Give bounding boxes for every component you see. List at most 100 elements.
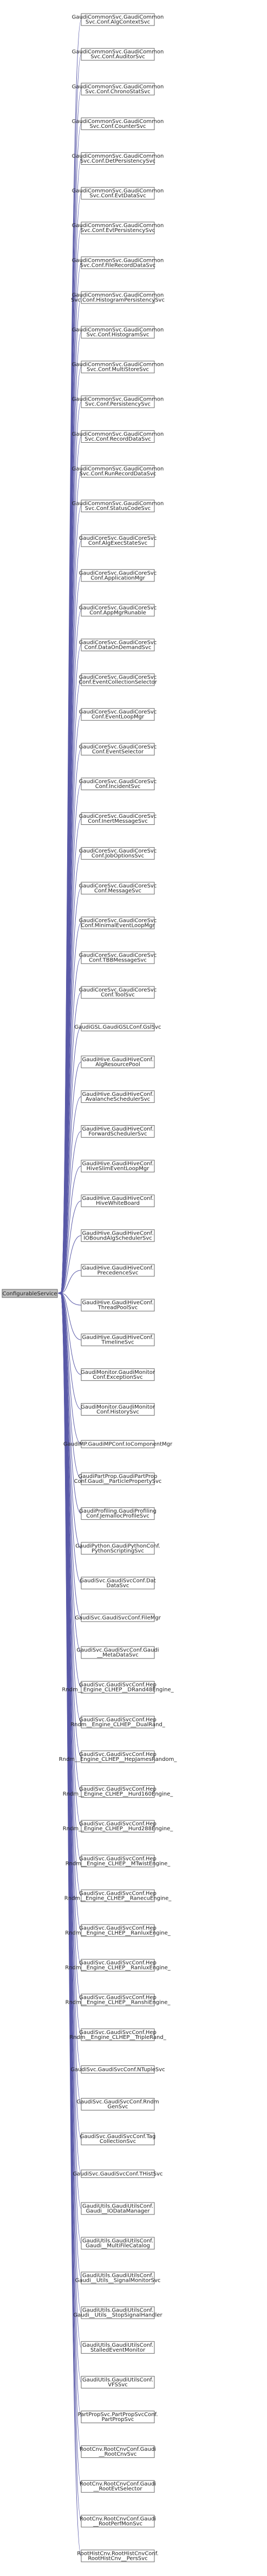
child-class-node[interactable]: GaudiSvc.GaudiSvcConf.HepRndm__Engine_CL… xyxy=(63,1820,174,1833)
child-class-node[interactable]: GaudiProfiling.GaudiProfilingConf.Jemall… xyxy=(79,1507,157,1520)
child-class-node[interactable]: GaudiCommonSvc.GaudiCommonSvc.Conf.RunRe… xyxy=(72,465,164,477)
child-class-node[interactable]: GaudiUtils.GaudiUtilsConf.VFSSvc xyxy=(81,2375,155,2388)
child-class-node[interactable]: GaudiCoreSvc.GaudiCoreSvcConf.AlgExecSta… xyxy=(79,534,157,547)
child-class-node[interactable]: GaudiHive.GaudiHiveConf.TimelineSvc xyxy=(81,1333,155,1346)
child-class-node[interactable]: GaudiSvc.GaudiSvcConf.HepRndm__Engine_CL… xyxy=(59,1751,178,1763)
child-class-node[interactable]: PartPropSvc.PartPropSvcConf.PartPropSvc xyxy=(77,2411,158,2423)
child-class-node[interactable]: GaudiCommonSvc.GaudiCommonSvc.Conf.Recor… xyxy=(72,430,164,443)
child-class-node[interactable]: GaudiHive.GaudiHiveConf.AlgResourcePool xyxy=(81,1055,155,1068)
child-class-label: RootCnv.RootCnvConf.Gaudi xyxy=(80,2516,156,2522)
child-class-label: Conf.EventLoopMgr xyxy=(92,714,145,720)
child-class-node[interactable]: GaudiSvc.GaudiSvcConf.FileMgr xyxy=(75,1613,161,1622)
child-class-node[interactable]: GaudiCoreSvc.GaudiCoreSvcConf.Applicatio… xyxy=(79,569,157,582)
child-class-label: Rndm__Engine_CLHEP__Hurd288Engine_ xyxy=(63,1826,174,1832)
child-class-node[interactable]: GaudiHive.GaudiHiveConf.IOBoundAlgSchedu… xyxy=(81,1229,155,1242)
child-class-box xyxy=(81,777,155,790)
child-class-node[interactable]: GaudiPython.GaudiPythonConf.PythonScript… xyxy=(75,1542,160,1555)
child-class-node[interactable]: GaudiCommonSvc.GaudiCommonSvc.Conf.Statu… xyxy=(72,500,164,513)
child-class-node[interactable]: GaudiSvc.GaudiSvcConf.HepRndm__Engine_CL… xyxy=(66,1993,171,2006)
child-class-label: GaudiUtils.GaudiUtilsConf. xyxy=(82,2377,153,2383)
child-class-node[interactable]: GaudiSvc.GaudiSvcConf.Gaudi__MetaDataSvc xyxy=(76,1646,159,1659)
child-class-node[interactable]: GaudiCommonSvc.GaudiCommonSvc.Conf.EvtDa… xyxy=(72,187,164,200)
child-class-label: GaudiHive.GaudiHiveConf. xyxy=(82,1092,153,1097)
inheritance-edge xyxy=(60,1293,82,1410)
child-class-box xyxy=(81,187,155,200)
child-class-node[interactable]: GaudiUtils.GaudiUtilsConf.Gaudi__Utils__… xyxy=(73,2306,162,2319)
child-class-node[interactable]: GaudiSvc.GaudiSvcConf.HepRndm__Engine_CL… xyxy=(64,1889,172,1902)
child-class-node[interactable]: GaudiCommonSvc.GaudiCommonSvc.Conf.Multi… xyxy=(72,360,164,373)
child-class-node[interactable]: GaudiUtils.GaudiUtilsConf.Gaudi__Utils__… xyxy=(75,2271,161,2284)
child-class-node[interactable]: GaudiCommonSvc.GaudiCommonSvc.Conf.FileR… xyxy=(72,256,164,269)
child-class-node[interactable]: GaudiCommonSvc.GaudiCommonSvc.Conf.DetPe… xyxy=(72,152,164,165)
child-class-box xyxy=(81,2375,155,2388)
child-class-node[interactable]: GaudiPartProp.GaudiPartPropConf.Gaudi__P… xyxy=(74,1473,162,1486)
child-class-node[interactable]: GaudiCoreSvc.GaudiCoreSvcConf.DataOnDema… xyxy=(79,638,157,651)
child-class-node[interactable]: GaudiCommonSvc.GaudiCommonSvc.Conf.Histo… xyxy=(71,291,165,304)
child-class-label: Conf.EventCollectionSelector xyxy=(79,680,157,686)
child-class-node[interactable]: GaudiCommonSvc.GaudiCommonSvc.Conf.AlgCo… xyxy=(72,13,164,26)
child-class-node[interactable]: GaudiCoreSvc.GaudiCoreSvcConf.JobOptions… xyxy=(79,847,157,860)
child-class-node[interactable]: GaudiHive.GaudiHiveConf.AvalancheSchedul… xyxy=(81,1090,155,1103)
child-class-node[interactable]: GaudiMP.GaudiMPConf.IoComponentMgr xyxy=(63,1440,173,1448)
child-class-label: GaudiCoreSvc.GaudiCoreSvc xyxy=(79,953,157,959)
child-class-node[interactable]: GaudiCoreSvc.GaudiCoreSvcConf.EventLoopM… xyxy=(79,708,157,721)
child-class-node[interactable]: GaudiUtils.GaudiUtilsConf.Gaudi__IODataM… xyxy=(81,2202,155,2215)
child-class-label: Conf.AppMgrRunable xyxy=(89,610,146,616)
child-class-node[interactable]: GaudiHive.GaudiHiveConf.PrecedenceSvc xyxy=(81,1264,155,1277)
child-class-label: GaudiSvc.GaudiSvcConf.Hep xyxy=(79,2030,157,2036)
child-class-label: Conf.TBBMessageSvc xyxy=(89,958,147,964)
child-class-node[interactable]: GaudiUtils.GaudiUtilsConf.Gaudi__MultiFi… xyxy=(81,2237,155,2250)
child-class-node[interactable]: GaudiUtils.GaudiUtilsConf.StalledEventMo… xyxy=(81,2341,155,2354)
child-class-node[interactable]: GaudiHive.GaudiHiveConf.ThreadPoolSvc xyxy=(81,1299,155,1312)
root-class-node[interactable]: ConfigurableService xyxy=(2,1289,58,1298)
child-class-node[interactable]: GaudiCommonSvc.GaudiCommonSvc.Conf.Histo… xyxy=(72,326,164,339)
child-class-label: Svc.Conf.AuditorSvc xyxy=(90,54,145,60)
child-class-node[interactable]: RootHistCnv.RootHistCnvConf.RootHistCnv_… xyxy=(77,2549,159,2562)
child-class-label: GaudiCoreSvc.GaudiCoreSvc xyxy=(79,570,157,576)
child-class-node[interactable]: GaudiCommonSvc.GaudiCommonSvc.Conf.Count… xyxy=(72,117,164,130)
child-class-label: PrecedenceSvc xyxy=(97,1270,139,1276)
child-class-node[interactable]: GaudiCommonSvc.GaudiCommonSvc.Conf.Persi… xyxy=(72,395,164,408)
child-class-label: GaudiPython.GaudiPythonConf. xyxy=(75,1543,160,1549)
child-class-node[interactable]: GaudiSvc.GaudiSvcConf.HepRndm__Engine_CL… xyxy=(63,1785,174,1798)
child-class-node[interactable]: GaudiCoreSvc.GaudiCoreSvcConf.InertMessa… xyxy=(79,812,157,825)
child-class-node[interactable]: GaudiHive.GaudiHiveConf.HiveWhiteBoard xyxy=(81,1195,155,1208)
child-class-node[interactable]: GaudiCoreSvc.GaudiCoreSvcConf.TBBMessage… xyxy=(79,951,157,964)
child-class-node[interactable]: GaudiMonitor.GaudiMonitorConf.ExceptionS… xyxy=(81,1368,155,1381)
child-class-node[interactable]: RootCnv.RootCnvConf.Gaudi__RootCnvSvc xyxy=(80,2445,156,2458)
child-class-node[interactable]: GaudiSvc.GaudiSvcConf.THistSvc xyxy=(73,2170,163,2178)
child-class-node[interactable]: GaudiSvc.GaudiSvcConf.HepRndm__Engine_CL… xyxy=(62,1681,174,1694)
child-class-node[interactable]: GaudiSvc.GaudiSvcConf.HepRndm__Engine_CL… xyxy=(70,1715,166,1728)
child-class-node[interactable]: RootCnv.RootCnvConf.Gaudi__RootEvtSelect… xyxy=(80,2480,156,2493)
child-class-node[interactable]: GaudiSvc.GaudiSvcConf.HepRndm__Engine_CL… xyxy=(65,1959,171,1972)
child-class-node[interactable]: GaudiHive.GaudiHiveConf.HiveSlimEventLoo… xyxy=(81,1160,155,1173)
child-class-node[interactable]: RootCnv.RootCnvConf.Gaudi__RootPerfMonSv… xyxy=(80,2515,156,2528)
child-class-label: ThreadPoolSvc xyxy=(97,1305,138,1311)
child-class-node[interactable]: GaudiGSL.GaudiGSLConf.GslSvc xyxy=(74,1023,161,1031)
child-class-node[interactable]: GaudiSvc.GaudiSvcConf.NTupleSvc xyxy=(70,2065,165,2074)
child-class-node[interactable]: GaudiHive.GaudiHiveConf.ForwardScheduler… xyxy=(81,1125,155,1138)
child-class-label: GaudiCommonSvc.GaudiCommon xyxy=(72,362,164,368)
child-class-node[interactable]: GaudiCoreSvc.GaudiCoreSvcConf.EventSelec… xyxy=(79,743,157,756)
child-class-box xyxy=(81,326,155,339)
child-class-box xyxy=(81,916,155,929)
child-class-node[interactable]: GaudiCoreSvc.GaudiCoreSvcConf.EventColle… xyxy=(79,673,158,686)
child-class-node[interactable]: GaudiCommonSvc.GaudiCommonSvc.Conf.EvtPe… xyxy=(72,222,164,235)
child-class-box xyxy=(81,2445,155,2458)
child-class-node[interactable]: GaudiCoreSvc.GaudiCoreSvcConf.AppMgrRuna… xyxy=(79,604,157,617)
child-class-node[interactable]: GaudiSvc.GaudiSvcConf.HepRndm__Engine_CL… xyxy=(65,1924,171,1937)
child-class-node[interactable]: GaudiCoreSvc.GaudiCoreSvcConf.MinimalEve… xyxy=(79,916,157,929)
child-class-node[interactable]: GaudiCommonSvc.GaudiCommonSvc.Conf.Audit… xyxy=(72,48,164,61)
child-class-label: GaudiSvc.GaudiSvcConf.Hep xyxy=(79,1717,157,1723)
child-class-node[interactable]: GaudiSvc.GaudiSvcConf.HepRndm__Engine_CL… xyxy=(69,2028,167,2041)
child-class-node[interactable]: GaudiSvc.GaudiSvcConf.HepRndm__Engine_CL… xyxy=(66,1855,171,1868)
child-class-node[interactable]: GaudiCoreSvc.GaudiCoreSvcConf.IncidentSv… xyxy=(79,777,157,790)
child-class-label: GaudiPartProp.GaudiPartProp xyxy=(79,1474,158,1480)
child-class-node[interactable]: GaudiCommonSvc.GaudiCommonSvc.Conf.Chron… xyxy=(72,82,164,95)
